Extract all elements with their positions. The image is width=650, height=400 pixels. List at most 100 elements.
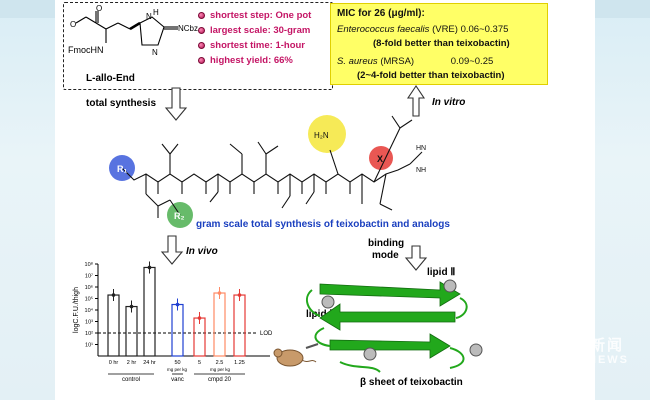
bullet-icon xyxy=(198,12,205,19)
x-tick-label: 5 xyxy=(198,360,201,366)
data-point xyxy=(237,293,242,297)
data-point xyxy=(147,265,152,270)
data-point xyxy=(175,302,180,307)
lipid-left-label: lipid Ⅱ xyxy=(306,309,335,320)
x-label: X xyxy=(377,154,383,164)
methoxy-o-label: O xyxy=(70,20,76,29)
lipid-top-label: lipid Ⅱ xyxy=(427,267,456,278)
binding-label: binding xyxy=(368,238,405,249)
x-tick-label: 50 xyxy=(174,360,180,366)
highlight-text: shortest step: One pot xyxy=(210,10,312,21)
dose-unit-label: mg per kg xyxy=(167,367,188,372)
mode-label: mode xyxy=(372,250,399,261)
h2n-label: H₂N xyxy=(314,131,329,140)
amide-highlight xyxy=(308,115,346,153)
r2-label: R₂ xyxy=(174,211,185,221)
watermark-university: 北京大学 xyxy=(500,346,573,363)
x-tick-label: 24 hr xyxy=(143,360,156,366)
ring-n-top-label: N xyxy=(146,12,152,21)
lod-label: LOD xyxy=(260,331,273,337)
x-tick-label: 1.25 xyxy=(234,360,245,366)
data-point xyxy=(197,316,202,320)
ncbz-label: NCbz xyxy=(178,24,198,33)
in-vitro-label: In vitro xyxy=(432,97,466,108)
bullet-icon xyxy=(198,27,205,34)
gram-scale-title: gram scale total synthesis of teixobacti… xyxy=(196,219,450,230)
bar xyxy=(171,303,184,357)
carbonyl-o-label: O xyxy=(96,4,102,13)
bar xyxy=(143,266,156,357)
organism-name: S. aureus xyxy=(337,56,378,67)
compound-name: L-allo-End xyxy=(86,73,135,84)
ring-n-bottom-label: N xyxy=(152,48,158,57)
x-highlight xyxy=(369,146,393,170)
watermark-sub: Peking University xyxy=(506,364,565,371)
beta-strand-bottom xyxy=(329,333,451,359)
group-label: control xyxy=(122,377,140,383)
highlight-text: shortest time: 1-hour xyxy=(210,40,306,51)
teixobactin-structure: R₁ R₂ X H₂N HN NH xyxy=(109,115,426,228)
highlight-item: largest scale: 30-gram xyxy=(198,23,311,38)
dose-unit-label: mg per kg xyxy=(210,367,231,372)
highlight-item: shortest step: One pot xyxy=(198,8,311,23)
watermark-news-en: NEWS xyxy=(588,354,629,366)
highlight-item: shortest time: 1-hour xyxy=(198,38,311,53)
highlight-item: highest yield: 66% xyxy=(198,53,311,68)
bar xyxy=(125,305,138,357)
total-synthesis-label: total synthesis xyxy=(86,98,157,109)
highlights-list: shortest step: One pot largest scale: 30… xyxy=(198,8,311,68)
strain-name: (MRSA) xyxy=(380,56,415,67)
organism-name: Enterococcus faecalis xyxy=(337,24,430,35)
mic-note-vre: (8-fold better than teixobactin) xyxy=(373,38,510,49)
ring-nh-label: H xyxy=(153,8,159,17)
x-tick-label: 0 hr xyxy=(109,360,119,366)
group-label: vanc xyxy=(171,377,184,383)
beta-strand-middle xyxy=(319,303,456,331)
data-point xyxy=(217,291,222,295)
fmoc-label: FmocHN xyxy=(68,45,104,55)
x-tick-label: 2.5 xyxy=(216,360,224,366)
watermark-news-cn: 新闻 xyxy=(590,337,625,354)
y-tick-label: 10³ xyxy=(85,320,93,326)
y-tick-label: 10⁸ xyxy=(85,261,93,268)
l-allo-end-structure: FmocHN O O H N NCbz N xyxy=(68,4,198,57)
lipid-sphere xyxy=(363,347,377,361)
down-arrow-icon xyxy=(164,87,188,121)
bar xyxy=(107,294,120,357)
lipid-sphere xyxy=(443,279,457,293)
mic-note-mrsa: (2~4-fold better than teixobactin) xyxy=(357,70,505,81)
y-tick-label: 10⁴ xyxy=(85,307,94,314)
y-axis-label: logC.F.U./thigh xyxy=(73,287,80,333)
mouse-syringe-icon xyxy=(273,343,319,367)
mic-range: 0.06~0.375 xyxy=(460,24,509,35)
bar xyxy=(233,294,246,357)
up-arrow-icon xyxy=(406,85,426,117)
data-point xyxy=(129,304,134,309)
group-label: cmpd 20 xyxy=(208,377,232,383)
mic-box: MIC for 26 (μg/ml): Enterococcus faecali… xyxy=(330,3,548,85)
lipid-sphere xyxy=(321,295,335,309)
lipid-sphere xyxy=(469,343,483,357)
bar xyxy=(213,292,226,357)
y-tick-label: 10¹ xyxy=(85,343,93,349)
x-tick-label: 2 hr xyxy=(127,360,137,366)
strain-name: (VRE) xyxy=(432,24,458,35)
y-tick-label: 10⁶ xyxy=(85,284,93,291)
mic-range: 0.09~0.25 xyxy=(450,56,494,67)
mic-title: MIC for 26 (μg/ml): xyxy=(337,8,425,19)
beta-strand-top xyxy=(319,281,461,307)
mic-row-mrsa: S. aureus (MRSA) 0.09~0.25 xyxy=(337,56,493,67)
compound-info-box: FmocHN O O H N NCbz N L-allo-End shortes… xyxy=(63,2,333,90)
hn-label: HN xyxy=(416,145,426,152)
highlight-text: highest yield: 66% xyxy=(210,55,293,66)
y-tick-label: 10⁷ xyxy=(85,273,93,280)
highlight-text: largest scale: 30-gram xyxy=(210,25,311,36)
down-arrow-icon xyxy=(160,235,184,265)
bullet-icon xyxy=(198,57,205,64)
nh-label: NH xyxy=(416,167,426,174)
mic-row-vre: Enterococcus faecalis (VRE) 0.06~0.375 xyxy=(337,24,508,35)
beta-sheet-label: β sheet of teixobactin xyxy=(360,377,463,388)
r1-label: R₁ xyxy=(117,164,127,174)
bullet-icon xyxy=(198,42,205,49)
